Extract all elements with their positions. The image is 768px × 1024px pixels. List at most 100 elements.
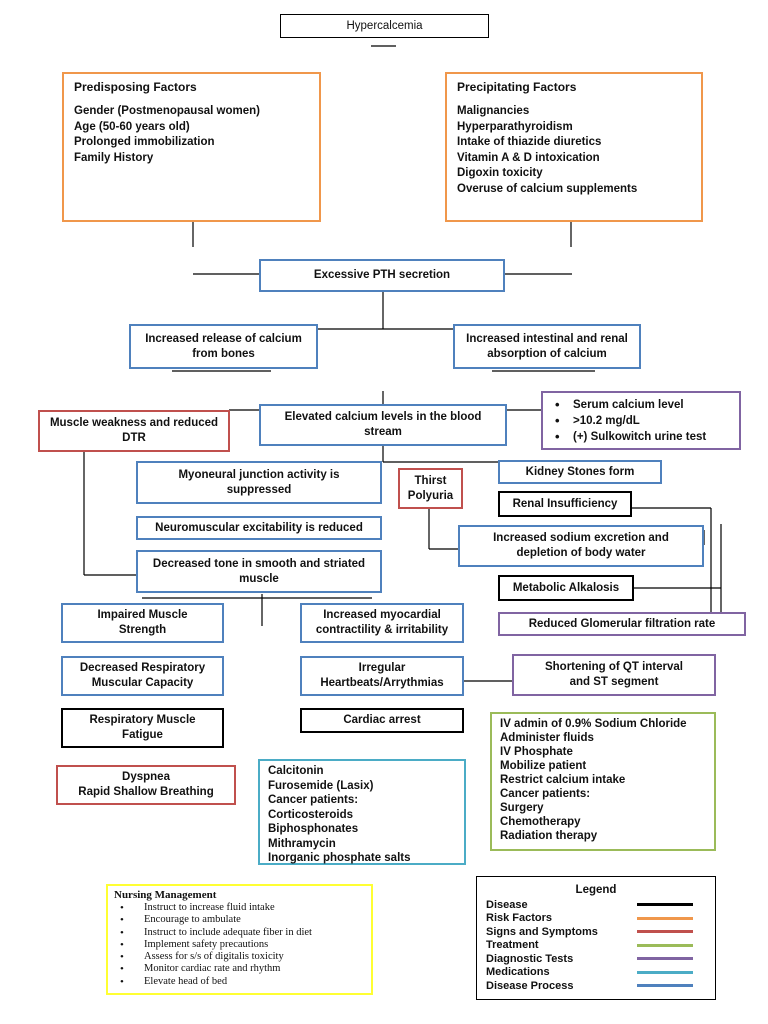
nursing-item: Elevate head of bed	[114, 976, 365, 989]
node-label: contractility & irritability	[315, 624, 449, 636]
node-label: Cardiac arrest	[343, 714, 421, 726]
medication-item: Mithramycin	[268, 837, 336, 850]
node-label: Heartbeats/Arrythmias	[320, 677, 444, 689]
medication-item: Furosemide (Lasix)	[268, 779, 374, 792]
legend-title: Legend	[575, 884, 617, 896]
predisposing-item: Family History	[74, 151, 154, 164]
precipitating-factors-box: Precipitating Factors Malignancies Hyper…	[445, 72, 703, 222]
legend-row: Treatment	[477, 939, 715, 953]
thirst-polyuria-node: Thirst Polyuria	[398, 468, 463, 509]
node-label: DTR	[122, 432, 146, 444]
node-label: Thirst	[414, 474, 447, 487]
treatment-item: Chemotherapy	[500, 816, 581, 828]
nursing-item: Encourage to ambulate	[114, 914, 365, 927]
legend-swatch	[637, 970, 693, 974]
predisposing-item: Prolonged immobilization	[74, 136, 215, 148]
precipitating-item: Vitamin A & D intoxication	[457, 151, 600, 164]
legend-row: Diagnostic Tests	[477, 952, 715, 966]
decreased-tone-node: Decreased tone in smooth and striated mu…	[136, 550, 382, 593]
kidney-stones-node: Kidney Stones form	[498, 460, 662, 484]
medication-item: Inorganic phosphate salts	[268, 852, 411, 864]
legend-label: Risk Factors	[486, 912, 553, 925]
legend-swatch	[637, 916, 693, 920]
treatment-item: IV Phosphate	[500, 746, 573, 758]
legend-row: Signs and Symptoms	[477, 925, 715, 939]
node-label: from bones	[192, 347, 255, 360]
node-label: Irregular	[358, 662, 406, 674]
calcium-release-bones-node: Increased release of calcium from bones	[129, 324, 318, 369]
node-label: Muscle weakness and reduced	[49, 417, 219, 429]
treatment-item: Surgery	[500, 802, 544, 814]
node-label: Decreased tone in smooth and striated	[152, 557, 366, 570]
sodium-excretion-node: Increased sodium excretion and depletion…	[458, 525, 704, 567]
node-label: Polyuria	[407, 489, 454, 502]
node-label: suppressed	[226, 483, 292, 496]
treatment-item: IV admin of 0.9% Sodium Chloride	[500, 718, 687, 730]
respiratory-fatigue-node: Respiratory Muscle Fatigue	[61, 708, 224, 748]
legend-row: Disease	[477, 898, 715, 912]
medication-item: Corticosteroids	[268, 808, 353, 821]
dyspnea-node: Dyspnea Rapid Shallow Breathing	[56, 765, 236, 805]
predisposing-item: Gender (Postmenopausal women)	[74, 105, 260, 117]
medication-item: Calcitonin	[268, 765, 324, 777]
legend-swatch	[637, 957, 693, 961]
node-label: Renal Insufficiency	[512, 497, 618, 510]
metabolic-alkalosis-node: Metabolic Alkalosis	[498, 575, 634, 601]
elevated-calcium-node: Elevated calcium levels in the blood str…	[259, 404, 507, 446]
node-label: Metabolic Alkalosis	[512, 581, 620, 594]
legend-row: Medications	[477, 966, 715, 980]
node-label: Strength	[118, 624, 167, 636]
precipitating-item: Hyperparathyroidism	[457, 120, 573, 133]
nursing-item: Assess for s/s of digitalis toxicity	[114, 951, 365, 964]
myoneural-node: Myoneural junction activity is suppresse…	[136, 461, 382, 504]
cardiac-arrest-node: Cardiac arrest	[300, 708, 464, 733]
neuromuscular-node: Neuromuscular excitability is reduced	[136, 516, 382, 540]
treatment-box: IV admin of 0.9% Sodium Chloride Adminis…	[490, 712, 716, 851]
precipitating-item: Overuse of calcium supplements	[457, 182, 638, 195]
treatment-item: Mobilize patient	[500, 760, 587, 772]
legend-label: Signs and Symptoms	[486, 925, 598, 938]
renal-insufficiency-node: Renal Insufficiency	[498, 491, 632, 517]
pth-secretion-label: Excessive PTH secretion	[313, 269, 451, 281]
medications-box: Calcitonin Furosemide (Lasix) Cancer pat…	[258, 759, 466, 865]
myocardial-contractility-node: Increased myocardial contractility & irr…	[300, 603, 464, 643]
node-label: Increased intestinal and renal	[466, 332, 628, 345]
node-label: Muscular Capacity	[91, 677, 194, 689]
legend-label: Disease	[486, 898, 528, 911]
legend-row: Disease Process	[477, 979, 715, 993]
node-label: Dyspnea	[122, 771, 170, 783]
medication-item: Cancer patients:	[268, 794, 359, 806]
diagnostic-test-item: >10.2 mg/dL	[551, 413, 739, 429]
predisposing-factors-box: Predisposing Factors Gender (Postmenopau…	[62, 72, 321, 222]
legend-label: Medications	[486, 966, 550, 979]
node-label: Neuromuscular excitability is reduced	[155, 521, 363, 534]
title-box: Hypercalcemia	[280, 14, 489, 38]
diagnostic-tests-box: Serum calcium level >10.2 mg/dL (+) Sulk…	[541, 391, 741, 450]
node-label: Increased myocardial	[323, 609, 441, 621]
node-label: and ST segment	[569, 676, 659, 688]
predisposing-heading: Predisposing Factors	[74, 80, 197, 94]
node-label: Elevated calcium levels in the blood	[284, 411, 482, 423]
precipitating-item: Malignancies	[457, 105, 530, 117]
nursing-item: Monitor cardiac rate and rhythm	[114, 963, 365, 976]
node-label: stream	[364, 426, 402, 438]
diagnostic-test-item: Serum calcium level	[551, 397, 739, 413]
diagnostic-test-item: (+) Sulkowitch urine test	[551, 429, 739, 445]
node-label: Increased sodium excretion and	[493, 532, 669, 544]
nursing-management-title: Nursing Management	[114, 889, 217, 901]
node-label: Rapid Shallow Breathing	[78, 786, 214, 798]
legend-label: Diagnostic Tests	[486, 952, 574, 965]
nursing-item: Implement safety precautions	[114, 939, 365, 952]
intestinal-renal-absorption-node: Increased intestinal and renal absorptio…	[453, 324, 641, 369]
legend-row: Risk Factors	[477, 912, 715, 926]
reduced-gfr-node: Reduced Glomerular filtration rate	[498, 612, 746, 636]
precipitating-item: Intake of thiazide diuretics	[457, 136, 602, 148]
legend-swatch	[637, 984, 693, 988]
node-label: muscle	[239, 572, 279, 585]
treatment-item: Cancer patients:	[500, 788, 591, 800]
node-label: Respiratory Muscle	[89, 714, 196, 726]
node-label: Impaired Muscle	[97, 609, 188, 621]
node-label: depletion of body water	[516, 547, 646, 559]
muscle-weakness-node: Muscle weakness and reduced DTR	[38, 410, 230, 452]
arrhythmias-node: Irregular Heartbeats/Arrythmias	[300, 656, 464, 696]
